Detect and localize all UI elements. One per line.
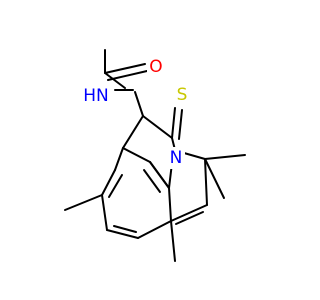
bond-c7-me bbox=[64, 194, 103, 211]
bond-c1-c2 bbox=[134, 91, 144, 117]
molecule-structure: O HN S N bbox=[64, 49, 246, 262]
bond-ar-double-b bbox=[113, 225, 137, 233]
atom-oxygen: O bbox=[149, 57, 162, 77]
bond-c-s-double-a bbox=[171, 107, 176, 139]
bond-c7-c6ar bbox=[101, 194, 108, 231]
bond-c6ar-c6 bbox=[137, 220, 172, 239]
atom-sulfur-backdrop bbox=[173, 84, 191, 106]
bond-c1-c8a bbox=[122, 115, 144, 149]
structure-canvas: O HN S N bbox=[64, 49, 246, 262]
bond-co-hn bbox=[104, 72, 126, 89]
bond-c-o-double-a bbox=[104, 63, 146, 74]
bond-c8-c7-double-a bbox=[101, 169, 116, 196]
bond-c8-c7-double-b bbox=[108, 174, 123, 198]
bond-c-o-double-b bbox=[107, 70, 148, 81]
bond-c8a-c8 bbox=[114, 147, 124, 171]
bond-cq-c5 bbox=[204, 158, 208, 206]
bond-c5-c6-double-b bbox=[175, 211, 204, 225]
bond-ar-double-a bbox=[106, 229, 139, 239]
bond-cq-me2 bbox=[204, 158, 225, 199]
bond-c1-cs bbox=[142, 115, 173, 139]
bond-c9-c5a-double-a bbox=[149, 161, 170, 189]
bond-n-cq bbox=[183, 152, 206, 160]
atom-ring-nitrogen-backdrop bbox=[167, 147, 185, 169]
bond-c6-c5a bbox=[168, 187, 172, 222]
bond-c5-c6-double-a bbox=[170, 204, 208, 222]
atom-ring-nitrogen: N bbox=[170, 148, 183, 168]
atom-sulfur: S bbox=[177, 85, 188, 105]
bond-c-s-double-b bbox=[178, 109, 183, 140]
atom-oxygen-backdrop bbox=[147, 56, 165, 78]
atom-amide-nitrogen: HN bbox=[83, 86, 109, 106]
bond-c6-me bbox=[170, 220, 176, 262]
bond-c9-c5a-double-b bbox=[143, 169, 161, 193]
bond-cq-me1 bbox=[204, 154, 246, 160]
atom-amide-nitrogen-backdrop bbox=[81, 85, 111, 107]
bond-c8a-c9 bbox=[122, 147, 151, 163]
